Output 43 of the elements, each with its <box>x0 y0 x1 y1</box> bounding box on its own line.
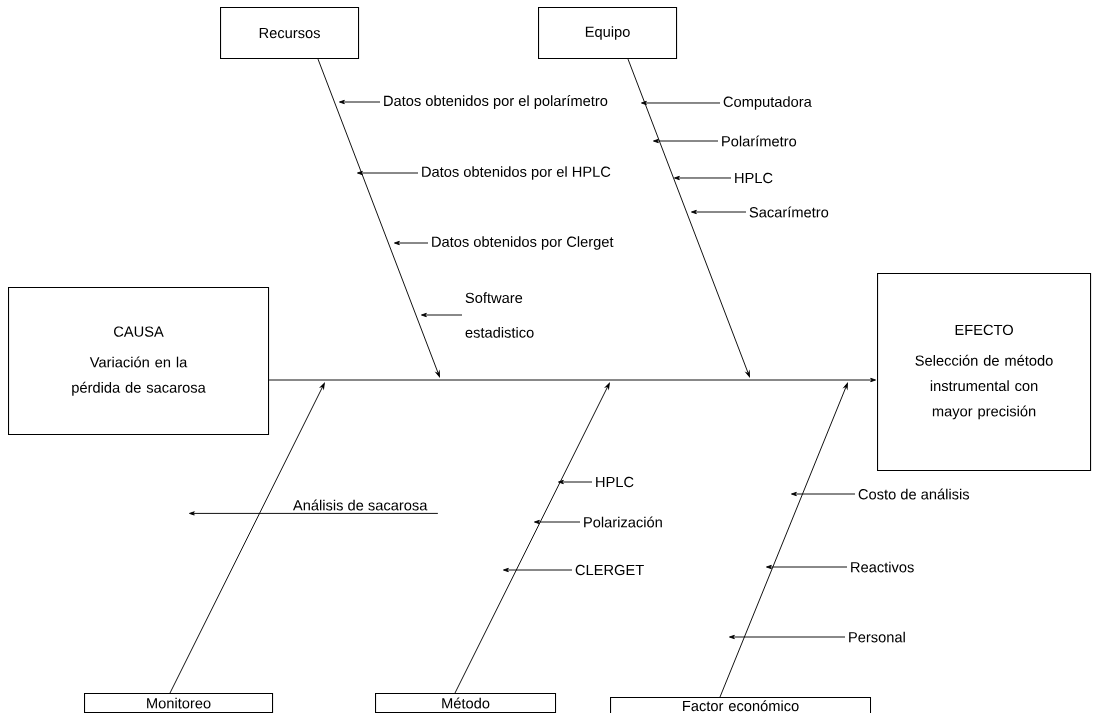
bone-arrow <box>454 382 610 694</box>
cause-label: Software estadistico <box>465 292 534 338</box>
arrow <box>674 175 732 181</box>
arrow <box>653 138 719 144</box>
bone-arrow <box>627 58 750 378</box>
cause-label: Costo de análisis <box>858 488 970 500</box>
arrow <box>729 634 846 640</box>
cause-label: HPLC <box>596 476 634 488</box>
category-box: Factor económico <box>610 697 872 713</box>
cause-label: Datos obtenidos por Clerget <box>432 236 614 250</box>
arrow <box>421 312 463 318</box>
category-box: Método <box>375 693 557 713</box>
spine-arrow <box>268 377 876 383</box>
arrow <box>766 564 848 570</box>
cause-label: Sacarímetro <box>749 206 829 218</box>
cause-label: Análisis de sacarosa <box>292 499 428 511</box>
bone-arrow <box>719 382 848 698</box>
arrow <box>503 567 573 573</box>
cause-box: CAUSA Variación en la pérdida de sacarosa <box>8 287 270 436</box>
arrow <box>641 100 721 106</box>
arrow <box>558 479 593 485</box>
cause-label: HPLC <box>735 172 773 184</box>
arrow <box>189 511 439 516</box>
bone-arrow <box>317 58 440 378</box>
category-box: Monitoreo <box>84 693 274 713</box>
arrow <box>791 491 856 497</box>
category-box: Recursos <box>220 7 360 60</box>
bone-arrow <box>169 382 325 694</box>
arrow <box>534 519 581 525</box>
arrow <box>691 209 747 215</box>
cause-label: Reactivos <box>851 561 914 573</box>
arrow <box>394 240 429 246</box>
cause-label: Personal <box>849 631 905 643</box>
cause-label: Computadora <box>723 96 812 110</box>
category-box: Equipo <box>538 7 678 60</box>
cause-label: CLERGET <box>575 564 644 576</box>
arrow <box>339 99 381 105</box>
cause-label: Datos obtenidos por el HPLC <box>422 166 611 180</box>
cause-label: Polarímetro <box>722 135 797 147</box>
arrow <box>357 170 419 176</box>
cause-label: Polarización <box>584 516 662 528</box>
cause-label: Datos obtenidos por el polarímetro <box>384 95 608 109</box>
effect-box: EFECTO Selección de método instrumental con mayor precisión <box>877 273 1092 472</box>
